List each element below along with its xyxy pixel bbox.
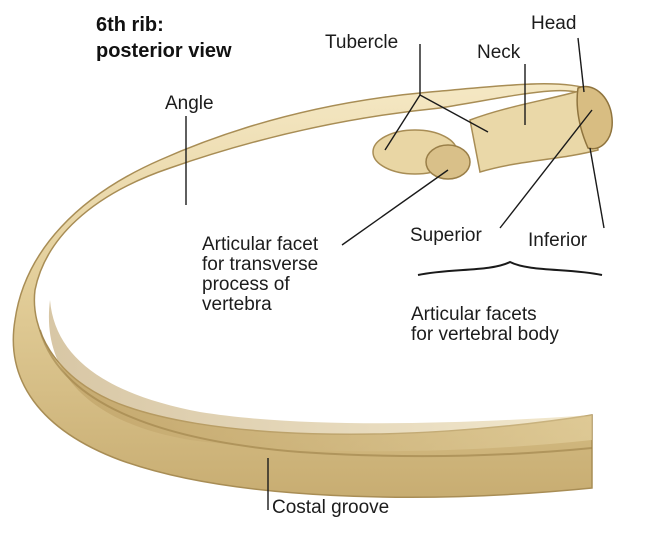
label-head: Head	[531, 13, 577, 34]
label-superior: Superior	[410, 225, 482, 246]
figure-title: 6th rib: posterior view	[96, 12, 232, 64]
facet-transverse-line-4: vertebra	[202, 294, 272, 315]
label-costal-groove: Costal groove	[272, 497, 390, 518]
title-line-2: posterior view	[96, 40, 232, 62]
facet-transverse-line-3: process of	[202, 274, 290, 295]
label-angle: Angle	[165, 93, 214, 114]
label-neck: Neck	[477, 42, 521, 63]
head-shape	[576, 85, 613, 150]
leader-lines	[185, 37, 605, 510]
label-inferior: Inferior	[528, 230, 588, 251]
rib-inner-surface	[48, 300, 592, 452]
facet-transverse-line-2: for transverse	[202, 254, 319, 275]
facets-body-line-2: for vertebral body	[411, 324, 559, 345]
facets-body-line-1: Articular facets	[411, 304, 537, 325]
facet-transverse-line-1: Articular facet	[202, 234, 319, 255]
label-articular-facet-transverse: Articular facet for transverse process o…	[202, 235, 318, 315]
facets-brace	[417, 260, 603, 276]
neck-shape	[469, 87, 599, 173]
costal-groove-line	[39, 329, 593, 458]
label-articular-facets-vertebral-body: Articular facets for vertebral body	[411, 305, 559, 345]
label-tubercle: Tubercle	[325, 32, 399, 53]
facet-transverse-shape	[425, 144, 471, 180]
title-line-1: 6th rib:	[96, 14, 164, 36]
rib-shaft	[12, 83, 593, 498]
